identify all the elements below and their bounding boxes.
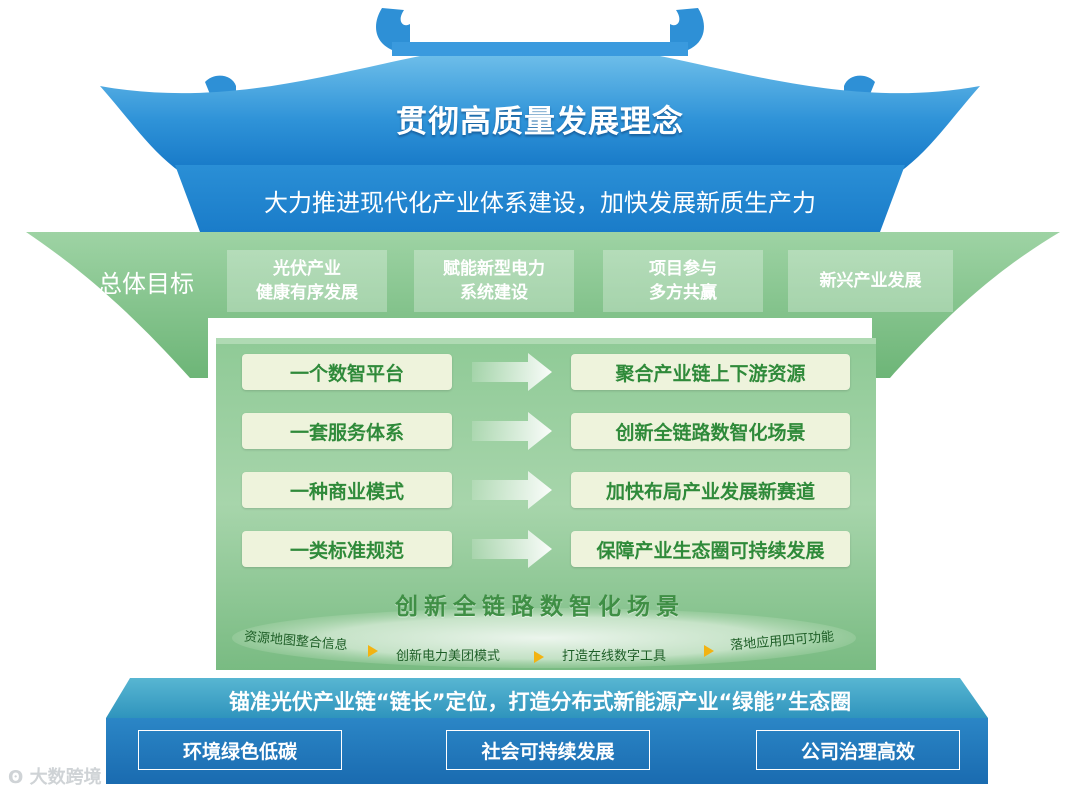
roof-subtitle: 大力推进现代化产业体系建设，加快发展新质生产力	[0, 183, 1080, 218]
pillar-right-3: 加快布局产业发展新赛道	[571, 472, 850, 508]
base-item-3: 公司治理高效	[756, 730, 960, 770]
pillar-right-2: 创新全链路数智化场景	[571, 413, 850, 449]
watermark-text: 大数跨境	[30, 767, 102, 788]
watermark-logo-icon: ʘ	[8, 767, 23, 788]
goal-item-4: 新兴产业发展	[788, 250, 953, 312]
goal-item-2: 赋能新型电力 系统建设	[414, 250, 574, 312]
pillar-left-4: 一类标准规范	[242, 531, 452, 567]
goal-item-3: 项目参与 多方共赢	[603, 250, 763, 312]
pillar-left-2: 一套服务体系	[242, 413, 452, 449]
pillar-left-1: 一个数智平台	[242, 354, 452, 390]
pillar-left-3: 一种商业模式	[242, 472, 452, 508]
goal-item-1: 光伏产业 健康有序发展	[227, 250, 387, 312]
scenario-step-3: 打造在线数字工具	[562, 645, 666, 664]
pillar-right-1: 聚合产业链上下游资源	[571, 354, 850, 390]
watermark: ʘ 大数跨境	[8, 763, 102, 789]
goals-label: 总体目标	[98, 264, 194, 299]
base-item-1: 环境绿色低碳	[138, 730, 342, 770]
base-title: 锚准光伏产业链“链长”定位，打造分布式新能源产业“绿能”生态圈	[0, 686, 1080, 716]
pillar-right-4: 保障产业生态圈可持续发展	[571, 531, 850, 567]
base-item-2: 社会可持续发展	[446, 730, 650, 770]
roof-title: 贯彻高质量发展理念	[0, 96, 1080, 141]
scenario-step-2: 创新电力美团模式	[396, 645, 500, 664]
scenario-title: 创新全链路数智化场景	[0, 587, 1080, 621]
